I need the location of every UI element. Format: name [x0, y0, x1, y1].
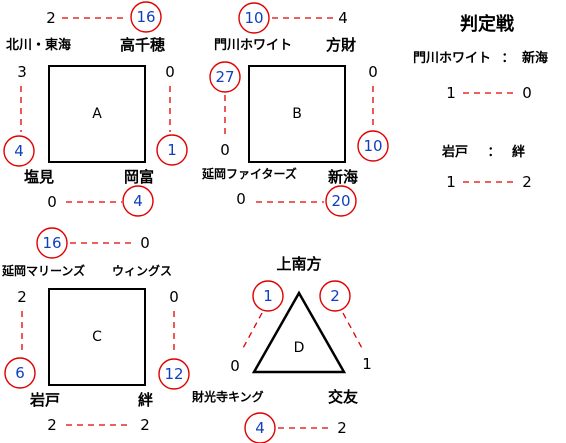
group-d-right-top-winner-circle	[319, 280, 351, 312]
group-d-bottom-left-score: 4	[255, 419, 265, 437]
group-c-left-bottom-score: 6	[15, 364, 25, 382]
group-a-bottom-right-team: 岡富	[124, 168, 154, 186]
group-b-top-left-team: 門川ホワイト	[214, 38, 292, 53]
group-d-bottom-left-team: 財光寺キング	[191, 389, 264, 404]
group-d-left-top-winner-circle	[252, 280, 284, 312]
group-a-top-left-team: 北川・東海	[6, 37, 71, 53]
group-b-bottom-right-team: 新海	[328, 168, 358, 186]
group-c-bottom-left-team: 岩戸	[29, 391, 60, 409]
group-a-bottom-right-winner-circle	[122, 185, 154, 217]
group-a-box	[48, 65, 146, 163]
group-d-right-top-score: 2	[330, 287, 340, 305]
group-b-top-left-winner-circle	[238, 2, 270, 34]
group-b-top-left-score: 10	[244, 9, 263, 27]
group-b-right-top-score: 0	[368, 63, 378, 81]
group-c-top-left-winner-circle	[36, 227, 68, 259]
group-a-bottom-left-team: 塩見	[24, 168, 54, 186]
playoff-2-separator: ：	[487, 145, 500, 160]
group-c-top-right-score: 0	[140, 234, 150, 252]
group-a-right-bottom-winner-circle	[156, 134, 188, 166]
group-a-top-right-score: 16	[136, 8, 155, 26]
group-b-bottom-left-team: 延岡ファイターズ	[201, 166, 297, 181]
group-a-bottom-left-score: 0	[47, 193, 57, 211]
group-c-left-bottom-winner-circle	[4, 357, 36, 389]
playoff-1-score2: 0	[522, 84, 532, 102]
group-b-box	[248, 65, 346, 163]
group-b-right-bottom-winner-circle	[357, 130, 389, 162]
group-b-top-right-team: 方財	[326, 36, 356, 54]
group-c-label: C	[92, 329, 102, 345]
group-b-bottom-right-winner-circle	[325, 185, 357, 217]
group-d-left-bottom-score: 0	[230, 357, 240, 375]
playoff-1-score1: 1	[446, 84, 456, 102]
group-b-bottom-right-score: 20	[331, 192, 350, 210]
group-b-top-right-score: 4	[338, 9, 348, 27]
group-c-bottom-right-score: 2	[140, 416, 150, 434]
group-a-top-right-winner-circle	[130, 1, 162, 33]
group-d-right-bottom-score: 1	[362, 355, 372, 373]
group-a-top-left-score: 2	[46, 9, 56, 27]
group-d-label: D	[294, 340, 305, 356]
playoff-1-team2: 新海	[522, 50, 548, 66]
playoff-2-score2: 2	[522, 173, 532, 191]
group-d: D 上南方 財光寺キング 交友 1 0 2 1 4 2	[191, 255, 372, 443]
playoff-1-team1: 門川ホワイト	[413, 51, 491, 66]
group-d-triangle	[251, 290, 347, 374]
group-c: C 延岡マリーンズ ウィングス 岩戸 絆 16 0 2 6 0 12 2 2	[1, 227, 190, 434]
group-a-label: A	[92, 106, 102, 122]
group-b-bottom-left-score: 0	[236, 190, 246, 208]
group-b-left-bottom-score: 0	[220, 141, 230, 159]
group-c-left-top-score: 2	[17, 288, 27, 306]
group-a-right-bottom-score: 1	[167, 141, 177, 159]
group-d-bottom-left-winner-circle	[244, 412, 276, 443]
group-d-left-dash	[241, 312, 263, 351]
playoffs: 判定戦 門川ホワイト ： 新海 1 0 岩戸 ： 絆 1 2	[413, 13, 548, 191]
playoff-1-separator: ：	[501, 51, 514, 66]
group-a-bottom-right-score: 4	[133, 192, 143, 210]
group-c-right-top-score: 0	[169, 288, 179, 306]
group-b-right-bottom-score: 10	[363, 137, 382, 155]
playoff-2-team1: 岩戸	[441, 144, 468, 160]
group-c-right-bottom-score: 12	[164, 365, 183, 383]
playoff-2-score1: 1	[446, 173, 456, 191]
group-c-top-right-team: ウィングス	[112, 263, 172, 278]
group-d-right-dash	[342, 312, 364, 351]
group-d-bottom-right-team: 交友	[328, 388, 358, 406]
group-b-left-top-winner-circle	[209, 61, 241, 93]
group-c-bottom-left-score: 2	[47, 416, 57, 434]
group-d-bottom-right-score: 2	[337, 419, 347, 437]
group-a: A 北川・東海 高千穂 塩見 岡富 2 16 3 4 0 1 0 4	[3, 1, 188, 217]
group-b-left-top-score: 27	[215, 68, 234, 86]
group-c-top-left-team: 延岡マリーンズ	[1, 263, 85, 278]
group-d-left-top-score: 1	[263, 287, 273, 305]
group-a-left-bottom-winner-circle	[3, 135, 35, 167]
group-b: B 門川ホワイト 方財 延岡ファイターズ 新海 10 4 27 0 0 10 0…	[201, 2, 389, 217]
group-c-box	[48, 288, 146, 386]
group-d-top-team: 上南方	[276, 255, 321, 273]
group-c-top-left-score: 16	[42, 234, 61, 252]
playoff-2-team2: 絆	[512, 144, 525, 160]
group-b-label: B	[292, 106, 302, 122]
group-a-right-top-score: 0	[165, 63, 175, 81]
group-c-right-bottom-winner-circle	[158, 358, 190, 390]
group-a-left-top-score: 3	[17, 63, 27, 81]
playoffs-title: 判定戦	[460, 13, 515, 35]
group-a-top-right-team: 高千穂	[120, 36, 165, 54]
group-a-left-bottom-score: 4	[14, 142, 24, 160]
group-c-bottom-right-team: 絆	[138, 391, 153, 409]
